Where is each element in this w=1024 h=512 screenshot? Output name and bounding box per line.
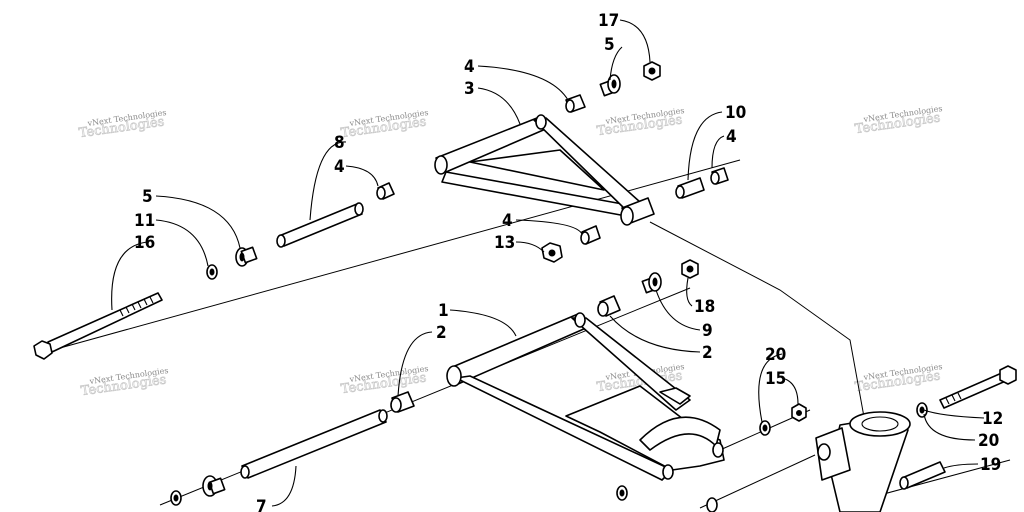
watermark-3: Technologies vNext Technologies	[596, 106, 685, 140]
part-7-sleeve	[240, 409, 388, 479]
part-11-washer	[206, 264, 218, 280]
callout-5-top: 5	[604, 35, 615, 55]
callout-16: 16	[134, 233, 155, 253]
watermark-5: Technologies vNext Technologies	[80, 366, 169, 400]
callout-12: 12	[982, 409, 1003, 429]
part-18-nut	[681, 259, 699, 279]
callout-20-right: 20	[978, 431, 999, 451]
part-19-sleeve	[899, 461, 946, 490]
watermark-4: Technologies vNext Technologies	[854, 104, 943, 138]
part-lower-washer	[170, 490, 182, 506]
callout-2-right: 2	[702, 343, 713, 363]
callout-8: 8	[334, 133, 345, 153]
part-15-nut	[791, 403, 807, 422]
part-9-bushing	[641, 272, 662, 294]
callout-18: 18	[694, 297, 715, 317]
part-12-bolt	[939, 365, 1017, 409]
part-20-washer	[759, 420, 771, 436]
callout-10: 10	[725, 103, 746, 123]
part-13-nut	[541, 242, 563, 263]
part-4-bushing-lower	[580, 225, 601, 245]
watermark-6: Technologies vNext Technologies	[340, 364, 429, 398]
part-5-bushing-top	[599, 74, 621, 97]
watermark-1: Technologies vNext Technologies	[78, 108, 167, 142]
part-2-bushing-left	[390, 391, 415, 413]
callout-19: 19	[980, 455, 1001, 475]
callout-13: 13	[494, 233, 515, 253]
part-2-bushing-right	[597, 295, 621, 317]
part-3-upper-a-arm	[434, 114, 655, 226]
callout-1: 1	[438, 301, 449, 321]
part-lower-flanged-bushing	[202, 475, 226, 497]
callout-4-mid: 4	[334, 157, 345, 177]
part-20-washer-right	[916, 402, 928, 418]
watermark-8: Technologies vNext Technologies	[854, 362, 943, 396]
leader-lines	[111, 19, 985, 507]
part-lower-mid-washer	[616, 485, 718, 512]
part-8-sleeve	[276, 202, 364, 248]
watermark-2: Technologies vNext Technologies	[340, 108, 429, 142]
callout-15: 15	[765, 369, 786, 389]
callout-11: 11	[134, 211, 155, 231]
part-16-bolt	[33, 292, 163, 360]
part-10-sleeve	[675, 177, 705, 199]
callout-9: 9	[702, 321, 713, 341]
callout-4-top: 4	[464, 57, 475, 77]
callout-3: 3	[464, 79, 475, 99]
callout-4-lower: 4	[502, 211, 513, 231]
callout-5-left: 5	[142, 187, 153, 207]
callout-2-left: 2	[436, 323, 447, 343]
part-5-bushing-left	[235, 246, 258, 267]
spindle-knuckle	[815, 411, 911, 512]
callout-4-right: 4	[726, 127, 737, 147]
part-17-nut	[643, 61, 661, 81]
callout-17: 17	[598, 11, 619, 31]
part-4-bushing-upper	[565, 94, 586, 113]
callout-7: 7	[256, 497, 267, 512]
callout-20-top: 20	[765, 345, 786, 365]
callout-labels: 17 5 4 3 10 4 8 4 5 11 16 4 13 18 9 1 2 …	[134, 11, 1003, 512]
part-1-lower-a-arm	[446, 312, 725, 481]
part-4-bushing-mid	[376, 182, 395, 200]
part-4-bushing-right	[710, 167, 729, 185]
